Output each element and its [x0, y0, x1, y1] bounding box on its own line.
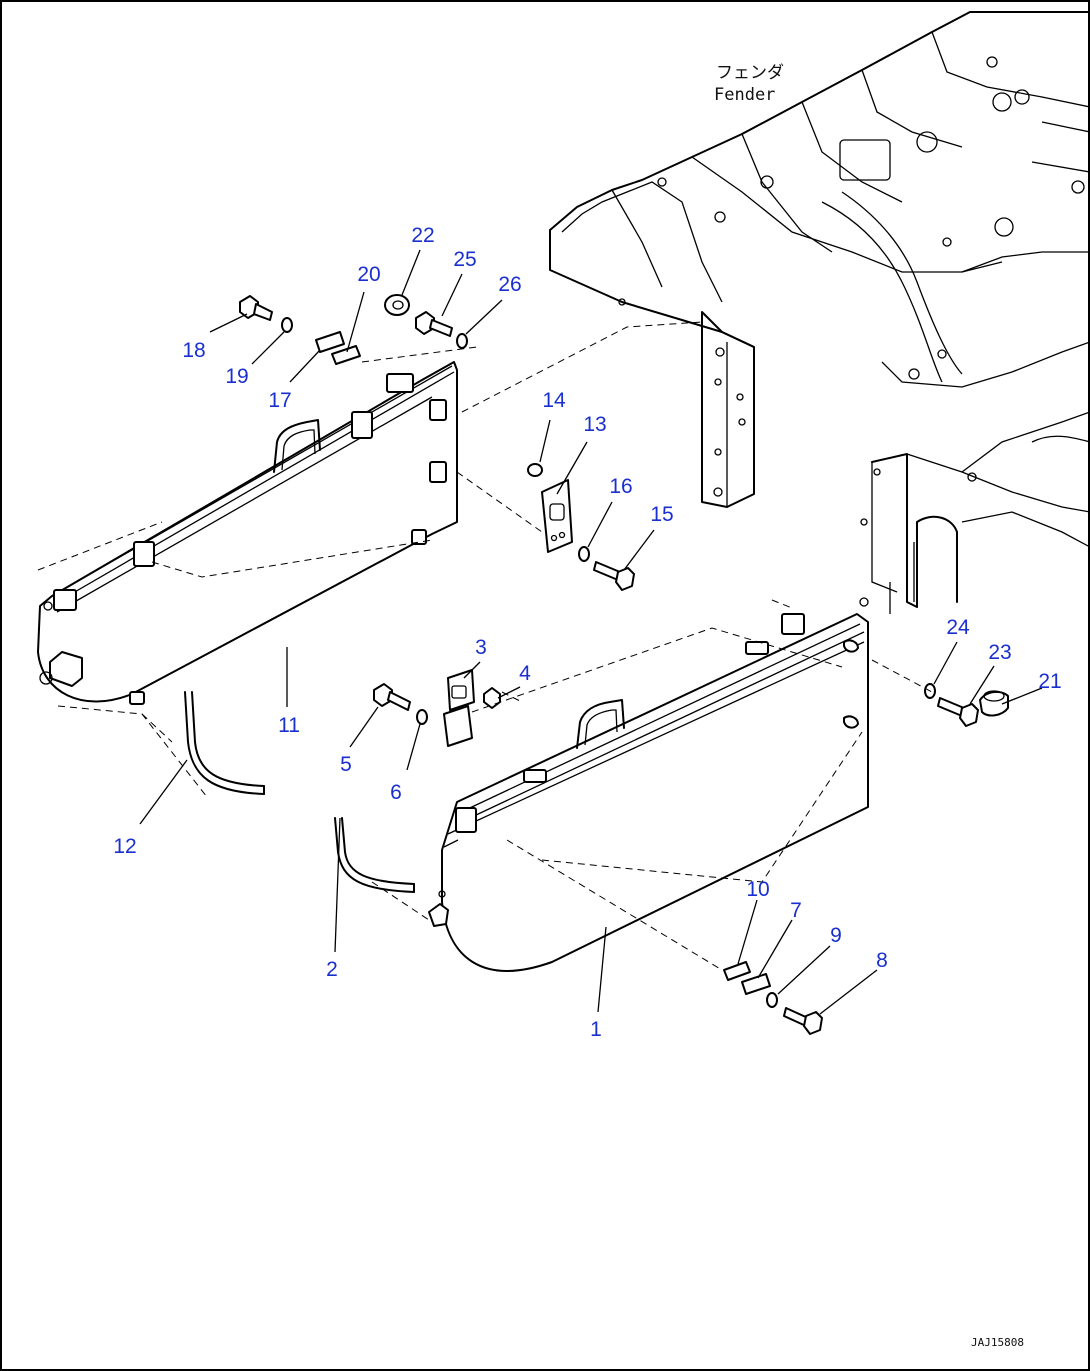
callout-8: 8	[876, 949, 888, 972]
callout-3: 3	[475, 636, 487, 659]
callout-9: 9	[830, 924, 842, 947]
fender-label-japanese: フェンダ	[716, 63, 784, 83]
callout-22: 22	[411, 224, 434, 247]
callout-25: 25	[453, 248, 476, 271]
fender-panel-right	[428, 613, 869, 972]
machine-frame	[549, 11, 1088, 508]
callout-12: 12	[113, 835, 136, 858]
callout-10: 10	[746, 878, 769, 901]
callout-5: 5	[340, 753, 352, 776]
callout-4: 4	[519, 662, 531, 685]
callout-17: 17	[268, 389, 291, 412]
callout-19: 19	[225, 365, 248, 388]
callout-11: 11	[278, 714, 300, 737]
assembly-lines	[37, 321, 933, 971]
callout-18: 18	[182, 339, 205, 362]
callout-1: 1	[590, 1018, 602, 1041]
callout-20: 20	[357, 263, 380, 286]
callout-21: 21	[1038, 670, 1061, 693]
callout-13: 13	[583, 413, 606, 436]
callout-2: 2	[326, 958, 338, 981]
fender-panel-left	[37, 361, 458, 705]
rear-bracket	[859, 412, 1088, 614]
callout-7: 7	[790, 899, 802, 922]
callout-6: 6	[390, 781, 402, 804]
callout-16: 16	[609, 475, 632, 498]
hardware	[239, 294, 1009, 1035]
callout-23: 23	[988, 641, 1011, 664]
callout-26: 26	[498, 273, 521, 296]
fender-label-english: Fender	[714, 85, 775, 105]
callout-24: 24	[946, 616, 970, 639]
callout-14: 14	[542, 389, 566, 412]
leader-lines	[139, 249, 1043, 1015]
figure-id: JAJ15808	[971, 1336, 1024, 1349]
callout-15: 15	[650, 503, 673, 526]
callout-numbers: 1 2 3 4 5 6 7 8 9 10 11 12 13 14 15 16 1…	[113, 224, 1061, 1041]
